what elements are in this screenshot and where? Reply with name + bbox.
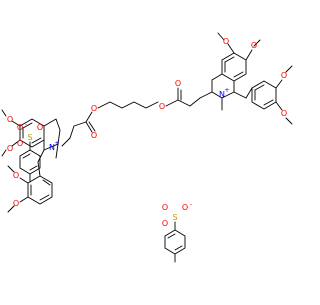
bond [61, 137, 71, 147]
sulfur-label: S [27, 133, 32, 142]
nitrogen-label: N [219, 90, 225, 99]
structure-drawing: O O O O N + O O O O O O N + O O S O O O … [1, 32, 293, 263]
bond [11, 120, 21, 127]
oxygen-label: O [13, 171, 19, 180]
oxygen-label: O [13, 199, 19, 208]
bond [37, 149, 45, 163]
bond [11, 139, 21, 147]
sulfonate-oxygen-label: O [17, 139, 23, 148]
bond [1, 109, 7, 117]
bond [245, 87, 253, 99]
bond [69, 125, 75, 139]
double-bond [263, 99, 274, 106]
bond [55, 143, 59, 159]
molecule-canvas: O O O O N + O O O O O O N + O O S O O O … [1, 32, 293, 263]
double-bond [254, 84, 265, 91]
bond [73, 121, 87, 127]
bond [285, 117, 293, 125]
bond [245, 49, 253, 61]
ester-oxygen-label: O [91, 104, 97, 113]
oxygen-label: O [7, 144, 13, 153]
sulfonate-oxygen-label: O [17, 123, 23, 132]
tosylate-2 [164, 221, 186, 263]
charge-minus: - [25, 121, 27, 128]
bond [7, 205, 15, 213]
sulfonate-oxygen-label: O [162, 203, 168, 212]
bond [19, 196, 29, 203]
lower-saturated-ring [43, 118, 61, 151]
bond [275, 101, 283, 111]
bond [85, 111, 93, 123]
atom-labels: O O O O N + O O O O O O N + O O S O O O … [7, 37, 287, 228]
sulfonate-oxygen-label: O [37, 123, 43, 132]
bond [189, 97, 201, 107]
bond [165, 99, 179, 107]
tosylate-1 [19, 141, 41, 183]
bond [7, 165, 15, 173]
bond [275, 79, 283, 89]
double-bond [224, 56, 235, 63]
ester-oxygen-label: O [159, 102, 165, 111]
pentyl-chain [97, 101, 159, 109]
carbonyl-oxygen-label: O [175, 79, 181, 88]
carbonyl-oxygen-label: O [91, 131, 97, 140]
bond [285, 65, 293, 73]
bond [177, 99, 191, 107]
oxygen-label: O [223, 37, 229, 46]
sulfonate-oxygen-label: O [182, 203, 188, 212]
bond [233, 91, 247, 99]
oxygen-label: O [7, 115, 13, 124]
bond [85, 121, 93, 133]
bond [19, 177, 29, 184]
bond [88, 121, 96, 132]
bond [199, 91, 213, 99]
bond [253, 39, 261, 47]
charge-plus: + [224, 87, 229, 94]
nitrogen-label: N [49, 143, 55, 152]
sulfonate-oxygen-label: O [162, 219, 168, 228]
oxygen-label: O [281, 71, 287, 80]
charge-plus: + [54, 140, 59, 147]
bond [227, 43, 235, 54]
upper-saturated-ring [211, 73, 235, 99]
double-bond [42, 179, 51, 186]
charge-minus: - [190, 201, 192, 208]
sulfur-label: S [172, 213, 177, 222]
bond-lines [1, 32, 293, 263]
bond [1, 149, 7, 157]
oxygen-label: O [281, 109, 287, 118]
double-bond [39, 194, 50, 201]
bond [217, 32, 225, 41]
double-bond [233, 71, 244, 78]
double-bond [22, 122, 33, 129]
oxygen-label: O [251, 41, 257, 50]
double-bond [31, 137, 42, 144]
